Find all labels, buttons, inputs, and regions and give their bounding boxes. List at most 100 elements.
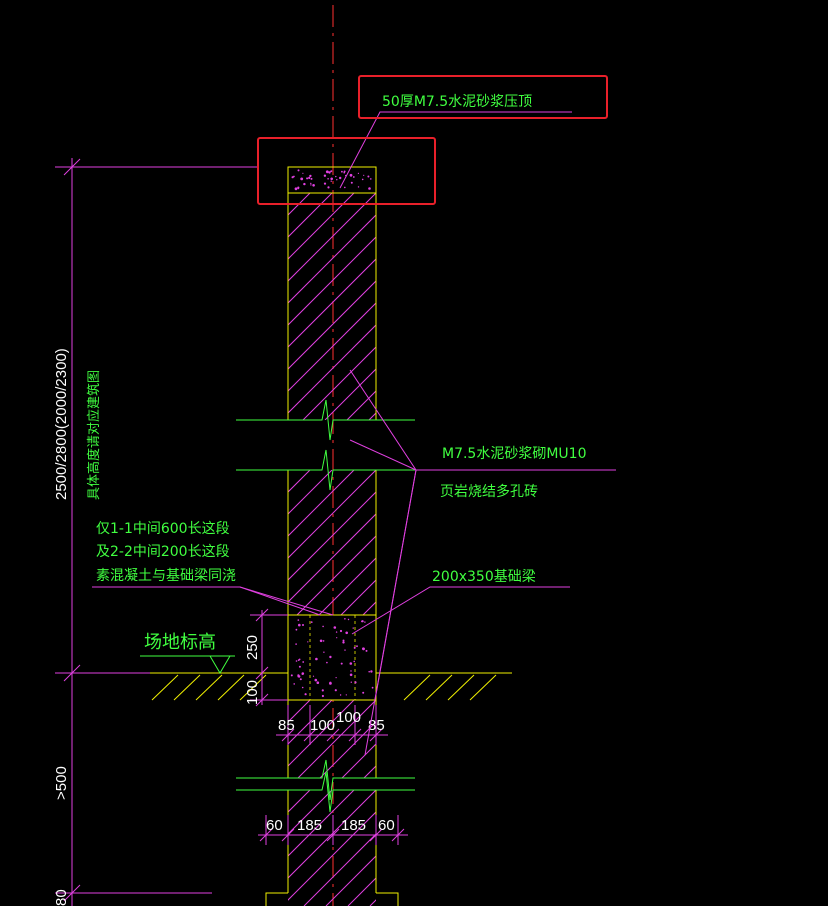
hatch-line — [288, 193, 376, 282]
stipple-dot — [352, 627, 354, 629]
stipple-dot — [347, 618, 350, 621]
stipple-dot — [323, 182, 327, 185]
hatch-line — [288, 324, 376, 414]
stipple-dot — [312, 675, 315, 677]
stipple-dot — [322, 640, 325, 642]
stipple-dot — [341, 170, 343, 173]
stipple-dot — [364, 621, 366, 623]
stipple-dot — [350, 181, 353, 184]
leader-lines — [92, 111, 616, 756]
beam-height-dimension-line — [250, 608, 288, 707]
stipple-dot — [353, 646, 356, 649]
beam-width-2: 100 — [310, 717, 335, 734]
hatch-line — [288, 790, 333, 835]
stipple-dot — [329, 655, 332, 659]
cap-label: 50厚M7.5水泥砂浆压顶 — [382, 94, 532, 110]
stipple-dot — [309, 174, 312, 178]
highlight-box-cap-label — [358, 75, 608, 119]
stipple-dot — [327, 186, 330, 189]
stipple-dot — [344, 649, 346, 651]
stipple-dot — [357, 172, 359, 174]
stipple-dot — [362, 691, 365, 694]
break-line-lower — [236, 759, 415, 813]
ground-hatch-line — [173, 674, 201, 701]
stipple-dot — [339, 176, 342, 180]
hatch-line — [288, 700, 333, 745]
stipple-dot — [321, 694, 324, 698]
foundation-beam-label: 200x350基础梁 — [432, 568, 536, 585]
hatch-line — [288, 513, 376, 603]
hatch-line — [325, 855, 376, 906]
hatch-line — [303, 833, 376, 906]
footing-width-2: 185 — [297, 817, 322, 834]
stipple-dot — [323, 651, 325, 653]
wall-height-dimension: 2500/2800(2000/2300) — [53, 348, 70, 500]
stipple-dot — [361, 178, 364, 181]
stipple-dot — [362, 647, 365, 651]
stipple-dot — [312, 184, 315, 187]
stipple-dot — [303, 182, 306, 186]
stipple-dot — [295, 628, 298, 631]
hatch-line — [297, 700, 376, 778]
stipple-dot — [293, 683, 296, 685]
stipple-dot — [370, 670, 373, 673]
upper-wall-hatch — [288, 193, 376, 420]
stipple-dot — [350, 670, 352, 672]
footing-width-4: 60 — [378, 817, 395, 834]
stipple-dot — [298, 623, 301, 627]
stipple-dot — [345, 694, 347, 696]
stipple-dot — [310, 182, 312, 185]
hatch-line — [318, 557, 376, 615]
footing-wall-hatch — [288, 790, 376, 906]
beam-stipple — [290, 618, 374, 698]
hatch-line — [302, 346, 376, 420]
stipple-dot — [302, 172, 304, 174]
beam-width-dimension-line — [276, 705, 388, 745]
hatch-line — [288, 491, 376, 581]
hatch-line — [288, 470, 376, 559]
footing-width-1: 60 — [266, 817, 283, 834]
stipple-dot — [361, 620, 364, 623]
stipple-dot — [336, 637, 338, 639]
hatch-line — [324, 368, 376, 420]
beam-width-3: 100 — [336, 709, 361, 726]
hatch-line — [288, 214, 376, 304]
stipple-dot — [350, 681, 352, 683]
stipple-dot — [325, 170, 329, 174]
footing-width-dimension-line — [258, 815, 408, 845]
stipple-dot — [370, 178, 372, 180]
ground-hatch-line — [195, 674, 223, 701]
stipple-dot — [344, 186, 346, 189]
stipple-dot — [335, 175, 337, 178]
hatch-line — [288, 302, 376, 392]
stipple-dot — [329, 682, 332, 685]
stipple-dot — [306, 177, 309, 180]
hatch-line — [288, 700, 311, 723]
stipple-dot — [330, 180, 332, 182]
hatch-line — [288, 193, 355, 260]
footing-width-3: 185 — [341, 817, 366, 834]
beam-height-label: 250 — [244, 635, 261, 660]
middle-wall-hatch — [288, 470, 376, 615]
hatch-line — [319, 721, 376, 778]
stipple-dot — [302, 624, 304, 626]
stipple-dot — [339, 629, 343, 633]
stipple-dot — [342, 641, 345, 644]
hatch-line — [340, 579, 376, 615]
masonry-label-line2: 页岩烧结多孔砖 — [440, 483, 538, 500]
stipple-dot — [315, 657, 318, 661]
stipple-dot — [352, 176, 355, 178]
ground-hatch-line — [403, 674, 431, 701]
stipple-dot — [326, 661, 328, 664]
hatch-line — [341, 743, 376, 778]
ground-hatch-line — [151, 674, 179, 701]
stipple-dot — [295, 660, 298, 662]
stipple-dot — [330, 170, 332, 173]
stipple-dot — [335, 631, 338, 633]
depth-dimension: >500 — [53, 766, 70, 800]
stipple-dot — [291, 176, 294, 179]
stipple-dot — [316, 681, 320, 684]
hatch-line — [288, 790, 311, 813]
site-level-marker — [140, 655, 235, 674]
